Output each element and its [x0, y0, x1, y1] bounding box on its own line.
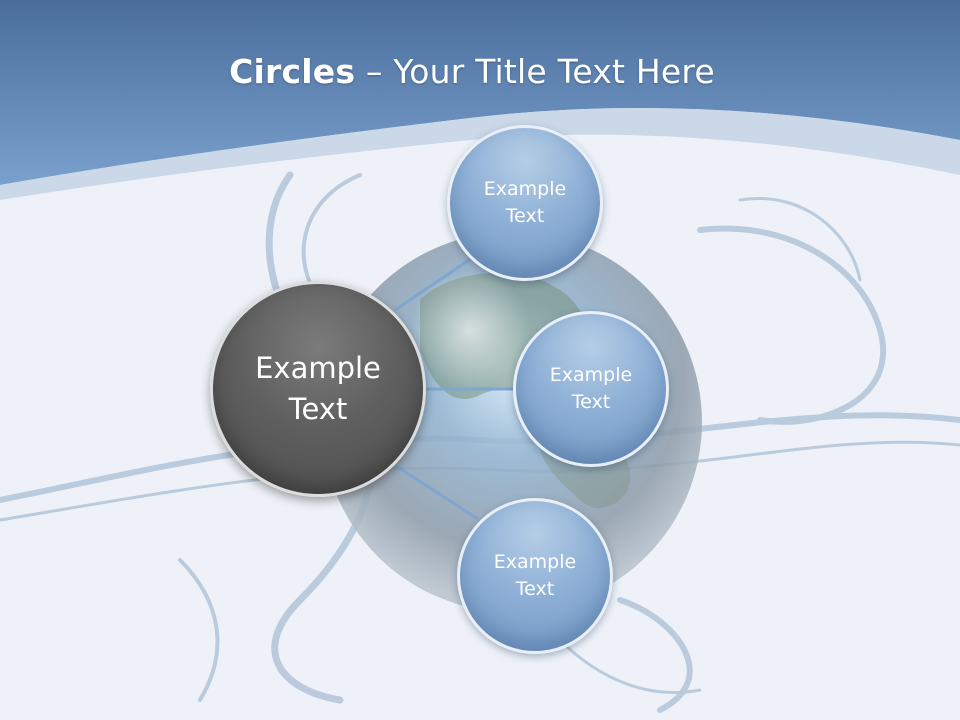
header-swoosh [0, 107, 960, 200]
header-band [0, 0, 960, 185]
satellite-circle-top[interactable]: Example Text [447, 125, 603, 281]
connectors [394, 256, 516, 521]
center-circle-label: Example Text [255, 351, 381, 426]
title-rest: – Your Title Text Here [355, 52, 715, 91]
satellite-label: Example Text [483, 178, 567, 227]
satellite-circle-middle[interactable]: Example Text [513, 311, 669, 467]
satellite-circle-bottom[interactable]: Example Text [457, 498, 613, 654]
center-circle[interactable]: Example Text [210, 281, 426, 497]
slide-title: Circles – Your Title Text Here [0, 52, 944, 91]
satellite-label: Example Text [493, 551, 577, 600]
title-bold: Circles [229, 52, 356, 91]
satellite-label: Example Text [549, 364, 633, 413]
